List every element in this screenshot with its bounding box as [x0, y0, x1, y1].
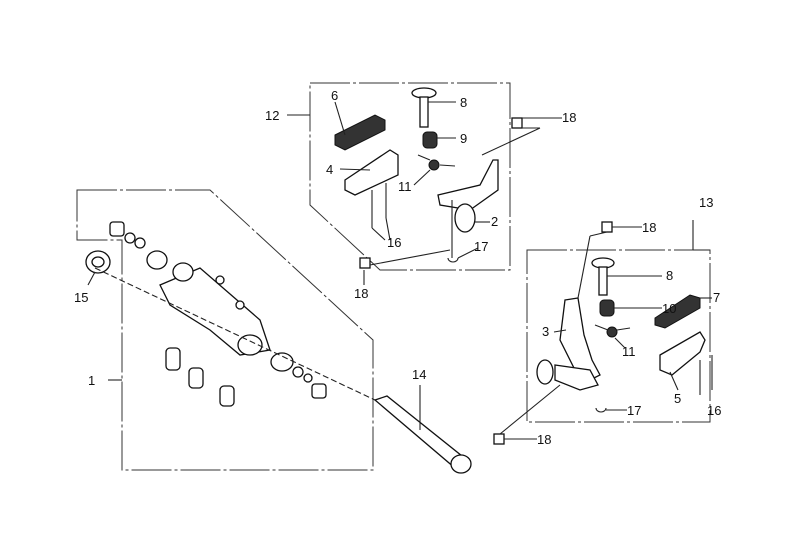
spring-11: [417, 154, 456, 171]
callout-5: 5: [674, 391, 681, 406]
nut-15: [85, 250, 111, 274]
callout-8: 8: [460, 95, 467, 110]
callout-4: 4: [326, 162, 333, 177]
callout-16: 16: [387, 235, 401, 250]
callout-6: 6: [331, 88, 338, 103]
pin-8-lower: [591, 257, 615, 296]
callout-1: 1: [88, 373, 95, 388]
callout-labels: 1 2 3 4 5 6 7 8 8 9 10 11 11 12 13 14 15…: [74, 88, 721, 447]
bolt-18-upper: [511, 117, 523, 129]
callout-12: 12: [265, 108, 279, 123]
callout-2: 2: [491, 214, 498, 229]
callout-17: 17: [627, 403, 641, 418]
group-box-12: [309, 82, 511, 271]
bolt-18-b: [493, 433, 505, 445]
callout-11: 11: [622, 344, 636, 359]
shaft-14: [373, 395, 472, 474]
footrest-bracket-assembly: [109, 221, 327, 407]
bracket-3: [536, 297, 601, 391]
callout-9: 9: [460, 131, 467, 146]
footpeg-rubber-7: [654, 294, 701, 329]
leader-lines: [87, 101, 712, 440]
callout-18: 18: [537, 432, 551, 447]
callout-11: 11: [398, 179, 412, 194]
callout-3: 3: [542, 324, 549, 339]
spring-11-lower: [594, 324, 631, 338]
callout-15: 15: [74, 290, 88, 305]
callout-16: 16: [707, 403, 721, 418]
bracket-2: [437, 159, 499, 258]
callout-17: 17: [474, 239, 488, 254]
bolt-18-a: [601, 221, 613, 233]
callout-18: 18: [562, 110, 576, 125]
callout-7: 7: [713, 290, 720, 305]
footpeg-rubber-6: [334, 114, 386, 151]
spring-10: [599, 299, 615, 317]
callout-8: 8: [666, 268, 673, 283]
footpeg-4: [344, 149, 399, 228]
clip-17-lower: [595, 407, 607, 413]
pin-8: [411, 87, 437, 128]
bolt-18-mid: [359, 257, 371, 269]
callout-18: 18: [354, 286, 368, 301]
callout-18: 18: [642, 220, 656, 235]
group-box-13: [526, 249, 711, 423]
callout-14: 14: [412, 367, 426, 382]
callout-10: 10: [662, 301, 676, 316]
footpeg-5: [659, 331, 713, 395]
group-box-1: [76, 189, 374, 471]
clip-17: [447, 257, 459, 263]
callout-13: 13: [699, 195, 713, 210]
spring-9: [422, 131, 438, 149]
